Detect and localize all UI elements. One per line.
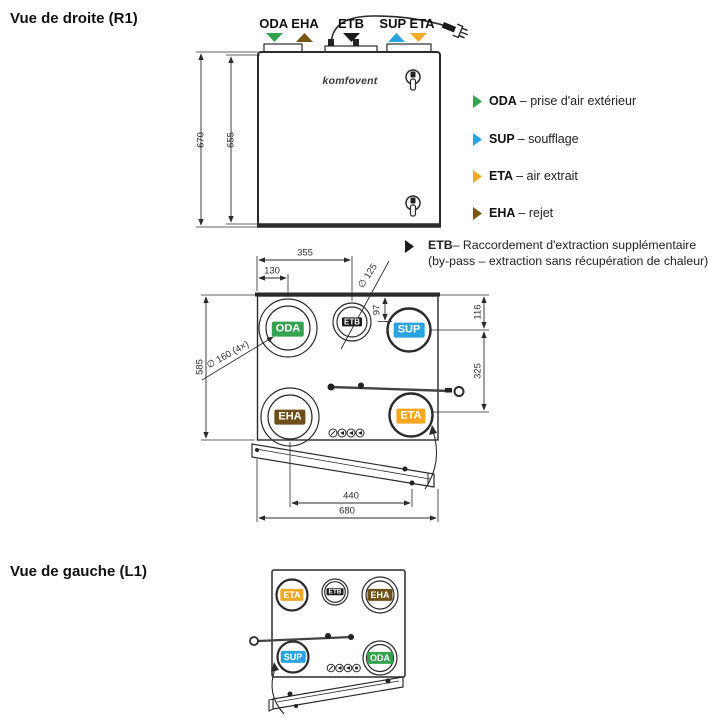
dim-116: 116 [472,304,484,320]
left-view-title: Vue de gauche (L1) [10,563,147,580]
port-eta-circle [388,392,434,438]
dia125-leader [340,260,390,350]
legend-sup-arrow-icon [473,133,482,146]
legend-eha-code: EHA [489,206,516,220]
port-sup-circle-left [276,640,310,674]
dim-585: 585 [194,359,206,375]
port-chip-etb: ETB [342,317,362,327]
port-chip-oda: ODA [271,321,305,337]
height-dimension-lines [196,51,260,228]
duct-label-etb: ETB [338,16,364,31]
dia160-leader [201,336,274,381]
legend-eta-code: ETA [489,169,514,183]
port-chip-sup: SUP [393,322,425,338]
port-etb-circle [332,302,372,342]
port-chip-etb-left: ETB [326,588,344,596]
port-chip-eha-left: EHA [367,588,393,602]
eha-up-arrow-icon [296,33,313,42]
open-door-left [268,676,404,712]
top-flange-right [386,43,432,53]
power-cable [330,15,447,47]
port-chip-eha: EHA [274,409,306,425]
open-door [251,443,435,488]
latch-icon-bottom [405,195,421,217]
port-etb-circle-left [321,578,349,606]
front-face-linework [201,256,489,522]
door-pull-rod [327,382,465,397]
door-swing-arc [424,430,438,490]
power-plug-icon [441,22,469,39]
legend-item-etb-line1: ETB– Raccordement d'extraction supplémen… [428,238,696,252]
dim-325: 325 [472,363,484,379]
legend-arrow-icons [405,95,482,253]
eta-down-arrow-icon [410,33,427,42]
sup-up-arrow-icon [388,33,405,42]
port-chip-sup-left: SUP [280,650,306,664]
legend-item-eha: EHA– rejet [489,206,553,220]
dim-355: 355 [297,247,313,259]
dim-130: 130 [264,265,280,277]
legend-sup-code: SUP [489,132,515,146]
dim-97: 97 [371,304,383,316]
door-swing-arc-left [271,668,285,715]
front-dimension-lines [201,256,489,522]
legend-item-etb-line2: (by-pass – extraction sans récupération … [428,254,709,268]
connector-bolt [353,39,359,46]
legend-sup-desc: – soufflage [517,132,579,146]
swing-arrowhead [429,425,437,435]
legend-item-eta: ETA– air extrait [489,169,578,183]
control-buttons-icon-left [326,663,361,673]
right-view-linework [196,15,469,228]
control-buttons-icon [328,428,365,438]
right-view-title: Vue de droite (R1) [10,10,138,27]
port-chip-eta-left: ETA [280,588,304,602]
legend-item-oda: ODA– prise d'air extérieur [489,94,636,108]
port-chip-eta: ETA [396,408,426,424]
legend-etb-arrow-icon [405,240,414,253]
dim-670: 670 [195,132,207,148]
legend-item-sup: SUP– soufflage [489,132,579,146]
legend-oda-arrow-icon [473,95,482,108]
port-oda-circle [258,298,318,358]
port-oda-circle-left [362,640,398,676]
dim-440: 440 [343,490,359,502]
legend-oda-desc: – prise d'air extérieur [519,94,637,108]
etb-down-arrow-icon [343,33,360,42]
connector-bolt [328,39,334,46]
latch-icon-top [405,69,421,91]
legend-eta-desc: – air extrait [516,169,578,183]
legend-eta-arrow-icon [473,170,482,183]
port-chip-oda-left: ODA [367,651,393,665]
port-sup-circle [386,307,432,353]
port-eha-circle-left [361,576,399,614]
duct-label-sup-eta: SUP ETA [379,16,435,31]
port-eta-circle-left [275,578,309,612]
komfovent-logo: komfovent [322,75,378,87]
swing-arrowhead-left [271,662,279,672]
dim-680: 680 [339,505,355,517]
legend-oda-code: ODA [489,94,517,108]
duct-label-oda-eha: ODA EHA [259,16,319,31]
legend-eha-arrow-icon [473,207,482,220]
top-flange-left [263,43,303,53]
oda-down-arrow-icon [266,33,283,42]
legend-eha-desc: – rejet [518,206,554,220]
dim-655: 655 [225,132,237,148]
legend-etb-desc1: – Raccordement d'extraction supplémentai… [452,238,697,252]
door-pull-rod-left [249,633,354,646]
legend-etb-code: ETB [428,238,453,252]
